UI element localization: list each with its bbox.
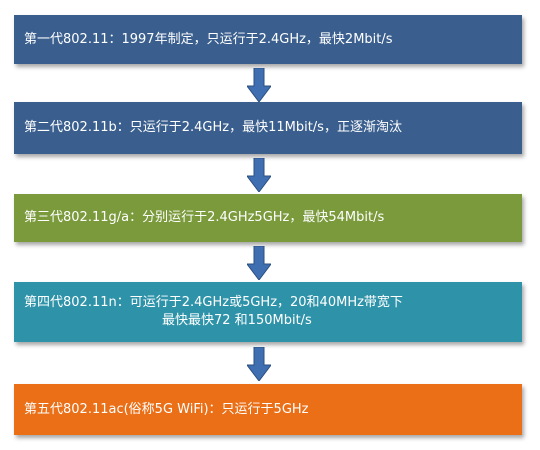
generation-4-text-line1: 第四代802.11n：可运行于2.4GHz或5GHz，20和40MHz带宽下 — [24, 295, 403, 310]
generation-5-box: 第五代802.11ac(俗称5G WiFi)：只运行于5GHz — [14, 384, 522, 435]
generation-1-text: 第一代802.11：1997年制定，只运行于2.4GHz，最快2Mbit/s — [24, 31, 393, 47]
down-arrow-icon — [247, 68, 271, 102]
generation-1-box: 第一代802.11：1997年制定，只运行于2.4GHz，最快2Mbit/s — [14, 15, 522, 64]
down-arrow-icon — [247, 347, 271, 381]
generation-4-box: 第四代802.11n：可运行于2.4GHz或5GHz，20和40MHz带宽下 最… — [14, 282, 522, 342]
down-arrow-icon — [247, 246, 271, 280]
generation-3-text: 第三代802.11g/a：分别运行于2.4GHz5GHz，最快54Mbit/s — [24, 210, 385, 225]
generation-2-text: 第二代802.11b：只运行于2.4GHz，最快11Mbit/s，正逐渐淘汰 — [24, 120, 402, 135]
generation-4-text-line2: 最快最快72 和150Mbit/s — [162, 313, 312, 328]
generation-3-box: 第三代802.11g/a：分别运行于2.4GHz5GHz，最快54Mbit/s — [14, 194, 522, 242]
generation-2-box: 第二代802.11b：只运行于2.4GHz，最快11Mbit/s，正逐渐淘汰 — [14, 102, 522, 154]
down-arrow-icon — [247, 158, 271, 192]
generation-5-text: 第五代802.11ac(俗称5G WiFi)：只运行于5GHz — [24, 401, 309, 417]
